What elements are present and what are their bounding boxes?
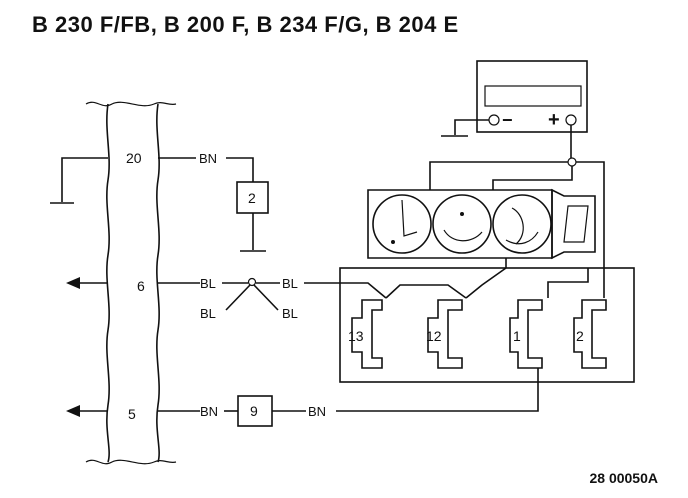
battery-ground-wire xyxy=(454,119,489,135)
pin-6-label: 6 xyxy=(137,278,145,294)
battery-body xyxy=(476,60,588,133)
switch-dial-3-arc xyxy=(505,231,539,245)
battery-window xyxy=(484,85,582,107)
junction-point-6 xyxy=(247,277,257,287)
switch-dial-1-contact xyxy=(401,199,418,237)
connector-block xyxy=(339,267,635,383)
pin-5-label: 5 xyxy=(128,406,136,422)
connector-1 xyxy=(509,299,543,369)
switch-dial-1-dot xyxy=(391,240,395,244)
pin6-wire-d xyxy=(304,282,387,299)
switch-key-housing xyxy=(551,188,596,260)
connector-2 xyxy=(573,299,607,369)
junction-branch-right xyxy=(253,284,279,311)
wire-label-bn-20: BN xyxy=(199,151,217,166)
connector-12 xyxy=(427,299,463,369)
switch-dial-3-contact xyxy=(511,207,524,245)
pin20-wire-b xyxy=(226,157,254,182)
switch-housing xyxy=(367,189,553,259)
wire-label-bl-branch-right: BL xyxy=(282,306,298,321)
feed-to-switch-mid xyxy=(492,166,573,190)
wire-label-bn-pin5: BN xyxy=(200,404,218,419)
switch-dial-1 xyxy=(372,194,432,254)
junction-branch-left xyxy=(225,284,251,311)
bridge-wire-13-12 xyxy=(385,284,467,299)
connector-1-feed xyxy=(547,268,589,298)
battery-terminal-plus xyxy=(565,114,577,126)
battery-terminal-minus xyxy=(488,114,500,126)
wire-label-bn-right: BN xyxy=(308,404,326,419)
feed-to-switch-left xyxy=(429,161,568,190)
pin-20-label: 20 xyxy=(126,150,142,166)
figure-code: 28 00050A xyxy=(589,470,658,486)
pin5-arrow-head xyxy=(66,405,80,417)
ground-wire-left xyxy=(61,157,108,202)
wire-label-bl-pin6: BL xyxy=(200,276,216,291)
switch-dial-3 xyxy=(492,194,552,254)
control-unit-bottom-cut xyxy=(85,459,177,465)
wire-label-bl-right: BL xyxy=(282,276,298,291)
pin5-wire-d xyxy=(336,368,539,412)
connector-13 xyxy=(351,299,383,369)
junction-point-plus xyxy=(567,157,577,167)
connector-2-label: 2 xyxy=(576,328,584,344)
connector-1-label: 1 xyxy=(513,328,521,344)
wire-label-bl-branch-left: BL xyxy=(200,306,216,321)
connector-12-label: 12 xyxy=(426,328,442,344)
diagram-title: B 230 F/FB, B 200 F, B 234 F/G, B 204 E xyxy=(32,12,459,37)
component-2-label: 2 xyxy=(248,190,256,206)
connector-13-label: 13 xyxy=(348,328,364,344)
control-unit-top-cut xyxy=(85,101,177,107)
control-unit-left-edge xyxy=(106,103,110,463)
bridge-wire-12-switch xyxy=(465,267,507,299)
switch-dial-2-contact xyxy=(443,229,483,242)
switch-dial-2 xyxy=(432,194,492,254)
pin6-arrow-head xyxy=(66,277,80,289)
switch-key-slot xyxy=(563,205,589,243)
control-unit-right-edge xyxy=(156,103,160,463)
battery-minus-label: − xyxy=(502,110,513,130)
component-9-label: 9 xyxy=(250,403,258,419)
battery-plus-label: + xyxy=(548,109,560,131)
feed-to-connector-2 xyxy=(576,161,605,295)
switch-dial-2-dot xyxy=(460,212,464,216)
